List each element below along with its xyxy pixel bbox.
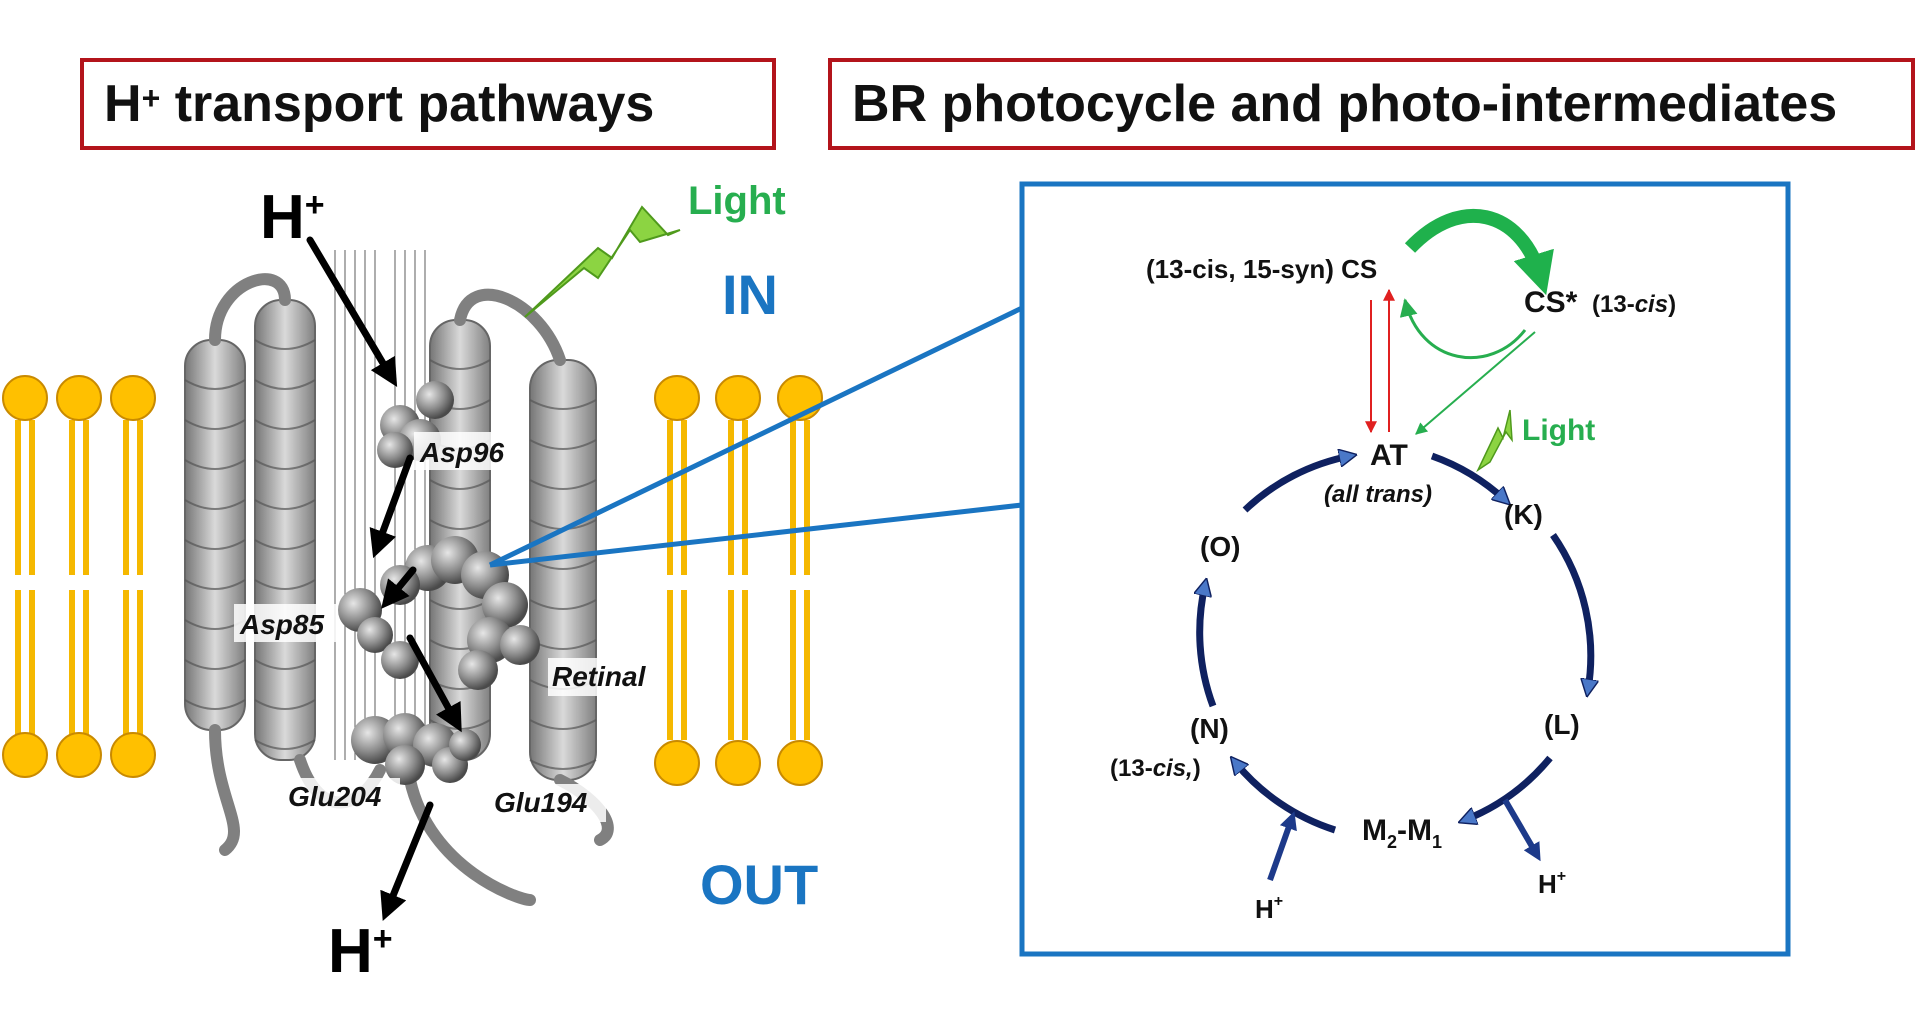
membrane-left bbox=[2, 375, 156, 778]
side-out-label: OUT bbox=[700, 853, 818, 916]
n-note: (13-cis,) bbox=[1110, 755, 1201, 782]
residue-retinal: Retinal bbox=[552, 661, 647, 692]
title-left-prefix: H bbox=[104, 75, 142, 133]
proton-out-label: H+ bbox=[328, 917, 393, 986]
membrane-right bbox=[654, 375, 823, 786]
cs-star-label: CS* bbox=[1524, 286, 1578, 319]
arc-l-to-m bbox=[1465, 755, 1553, 820]
proton-uptake-arrow bbox=[1267, 811, 1297, 882]
residue-asp96: Asp96 bbox=[419, 437, 504, 468]
zoom-connector bbox=[488, 305, 1024, 568]
proton-pathway-arrows bbox=[306, 236, 462, 921]
cs-to-csstar-arrow bbox=[1404, 208, 1554, 296]
residue-labels: Asp96 Asp85 Retinal Glu204 Glu194 bbox=[234, 432, 658, 822]
title-right-text: BR photocycle and photo-intermediates bbox=[852, 75, 1838, 133]
residue-glu204: Glu204 bbox=[288, 781, 382, 812]
proton-in-label: H+ bbox=[260, 183, 325, 252]
light-label-left: Light bbox=[688, 179, 786, 223]
m-label: M2-M1 bbox=[1362, 814, 1442, 852]
side-in-label: IN bbox=[722, 263, 778, 326]
o-label: (O) bbox=[1200, 531, 1240, 562]
cs-star-note: (13-cis) bbox=[1592, 291, 1676, 318]
arrow-asp96-to-schiff bbox=[369, 454, 414, 559]
title-transport-pathways: H+ transport pathways bbox=[80, 58, 776, 150]
light-label-cycle: Light bbox=[1522, 414, 1595, 447]
lightning-small-icon bbox=[1476, 409, 1513, 473]
at-label: AT bbox=[1370, 439, 1408, 472]
title-left-sup: + bbox=[141, 79, 161, 116]
photocycle-labels: (13-cis, 15-syn) CS CS* (13-cis) AT (all… bbox=[1110, 254, 1676, 924]
cs-label: (13-cis, 15-syn) CS bbox=[1146, 254, 1377, 284]
arrow-exit bbox=[380, 801, 434, 921]
arrow-to-glu bbox=[406, 634, 462, 733]
arrow-entry bbox=[306, 236, 398, 388]
k-label: (K) bbox=[1504, 499, 1543, 530]
h-uptake-label: H+ bbox=[1255, 893, 1283, 924]
h-release-label: H+ bbox=[1538, 868, 1566, 899]
arc-at-to-k bbox=[1430, 452, 1505, 500]
csstar-to-at-arrow bbox=[1415, 331, 1536, 435]
photocycle-arcs bbox=[1200, 452, 1591, 834]
arc-m-to-n bbox=[1235, 762, 1337, 834]
title-photocycle: BR photocycle and photo-intermediates bbox=[828, 58, 1915, 150]
at-note: (all trans) bbox=[1324, 481, 1432, 508]
arc-n-to-o bbox=[1200, 585, 1217, 708]
title-left-rest: transport pathways bbox=[160, 75, 655, 133]
arrow-to-asp85 bbox=[381, 566, 417, 609]
l-label: (L) bbox=[1544, 709, 1580, 740]
residue-glu194: Glu194 bbox=[494, 787, 588, 818]
arc-o-to-at bbox=[1242, 456, 1350, 513]
arc-k-to-l bbox=[1550, 533, 1591, 690]
residue-asp85: Asp85 bbox=[239, 609, 324, 640]
csstar-to-cs-arrow bbox=[1399, 298, 1527, 360]
proton-release-arrow bbox=[1502, 798, 1541, 862]
n-label: (N) bbox=[1190, 713, 1229, 744]
lightning-bolt-icon bbox=[524, 205, 681, 318]
